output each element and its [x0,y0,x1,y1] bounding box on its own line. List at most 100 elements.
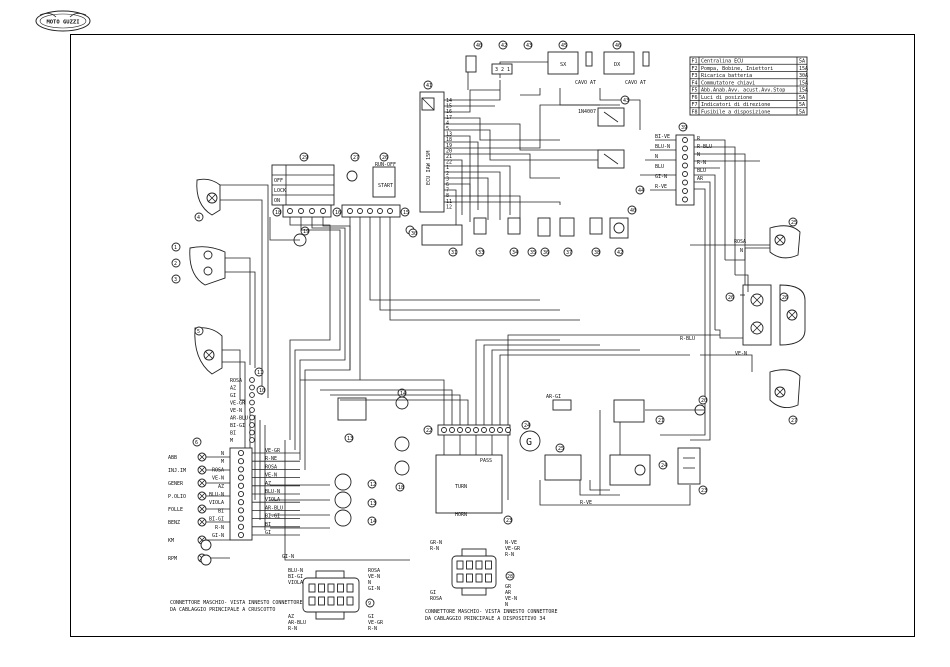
fuse-number: F4 [692,80,698,86]
fuse-number: F7 [692,102,698,108]
ecu-pin: 5 [446,126,449,132]
coil-sx-label: SX [560,62,567,68]
wire-label: R-N [697,160,706,166]
dash-indicator-label: RPM [168,556,177,562]
svg-text:12: 12 [370,482,376,488]
coil-dx-cable: CAVO AT [625,80,646,86]
svg-text:35: 35 [530,250,536,256]
fuse-amperage: 15A [799,80,808,86]
svg-text:22: 22 [426,428,432,434]
fuse-amperage: 15A [799,66,808,72]
bottom-harness [539,409,705,506]
fuse-amperage: 15A [799,88,808,94]
svg-text:46: 46 [615,43,621,49]
connector-pin [249,437,255,443]
ignition-coil-sx: SX 45 CAVO AT [547,40,596,86]
connector-pin [249,414,255,421]
connector-pin [481,427,487,433]
connector-pin [497,427,503,433]
svg-text:43: 43 [526,43,532,49]
indicator-lamp-icon [197,504,207,514]
wire-label: BLU-N [655,144,670,150]
ecu-pin: 7 [446,188,449,194]
ar-gi-label: AR-GI [546,394,561,400]
svg-text:25: 25 [558,446,564,452]
stack-wire-label: BI [230,431,236,437]
svg-text:25: 25 [791,220,797,226]
wire-label-left: BLU-N [209,492,224,498]
stack-wire-label: GI [230,393,236,399]
coil-sx-cable: CAVO AT [575,80,596,86]
starter-battery: 23 24 21 20 [609,395,708,495]
connector-wire-label: VE-GR [368,620,384,626]
connector-pin [489,427,495,433]
wire-label-left: GI-N [212,533,224,539]
conn-bl-caption-1: CONNETTORE MASCHIO- VISTA INNESTO CONNET… [170,600,302,606]
indicator-lamp-icon [197,517,207,527]
svg-text:20: 20 [701,398,707,404]
wire-label: R-VE [655,184,667,190]
wire-label-left: AZ [218,484,224,490]
n-right-label: N [740,248,743,254]
fuse-amperage: 30A [799,73,808,79]
svg-text:23: 23 [506,518,512,524]
svg-text:30: 30 [411,231,417,237]
connector-pin [475,560,483,570]
sensor-numbers: 33 34 35 36 37 38 42 40 30 31 [408,205,637,257]
connector-pin [327,596,335,606]
connector-wire-label: AR-BLU [288,620,306,626]
connector-wire-label: GR [505,584,512,590]
moto-guzzi-logo: MOTO GUZZI [35,10,91,32]
wire-label: BLU [697,168,706,174]
run-stop-switch: RUN-OFF START 27 26 16 15 [332,152,410,218]
svg-text:24: 24 [661,463,667,469]
fuse-label: Ricarica batteria [701,73,752,79]
fuse-number: F5 [692,88,698,94]
dash-indicator-label: P.OLIO [168,494,186,500]
connector-pin [682,162,688,169]
connector-pin [456,560,464,570]
sensor-top-left: 40 3 2 1 42 43 [465,40,533,75]
pass-label: PASS [480,458,492,464]
svg-text:21: 21 [658,418,664,424]
connector-pin [505,427,511,433]
ecu-pin: 12 [446,204,452,210]
fuse-amperage: 5A [799,109,805,115]
connector-pin [337,596,344,606]
wire-label: R [697,136,701,142]
dash-indicator-label: ABB [168,455,177,461]
connector-pin [308,583,316,593]
wire-label-right: AZ [265,481,271,487]
key-row-on: ON [274,198,280,204]
conn-bl-num: 9 [368,601,371,607]
fuse-label: Indicatori di direzione [701,102,770,108]
fuse-label: Commutatore chiavi [701,80,755,86]
wire-label: N [655,154,658,160]
svg-text:42: 42 [617,250,623,256]
connector-pin [249,429,255,436]
r-ve-bottom-label: R-VE [580,500,592,506]
middle-components: 14 13 12 13 14 18 [334,388,410,527]
connector-wire-label: AR [505,590,512,596]
svg-text:23: 23 [701,488,707,494]
svg-text:18: 18 [398,485,404,491]
wire-label-right: VE-GR [265,448,281,454]
wire-label: AR [697,176,704,182]
connector-wire-label: N-VE [505,540,517,546]
left-harness [220,184,580,561]
svg-text:38: 38 [594,250,600,256]
svg-text:27: 27 [791,418,797,424]
connector-pin [682,145,688,152]
ignition-coil-dx: DX 46 CAVO AT [603,40,650,86]
connector-pin [682,137,688,143]
connector-wire-label: VE-N [505,596,517,602]
ecu-pin: 20 [446,148,452,154]
connector-pin [249,377,255,383]
ve-n-right-label: VE-N [735,351,747,357]
wire-label-right: VE-N [265,473,277,479]
indicator-lamp-icon [197,491,207,501]
wire-label-right: BI [265,522,271,528]
